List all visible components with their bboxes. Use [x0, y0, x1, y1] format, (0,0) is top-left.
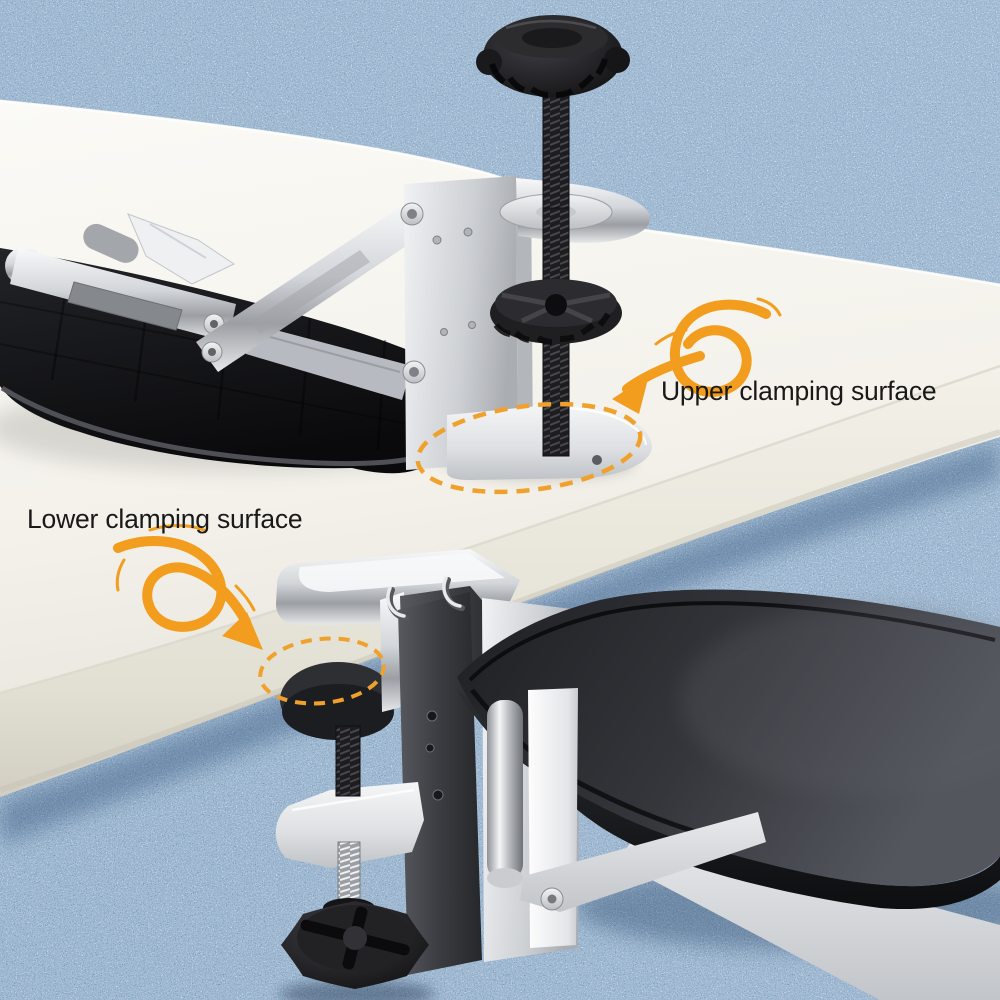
knob-highlight	[505, 19, 597, 30]
lower-dashed-ellipse	[258, 636, 386, 706]
column-holes	[425, 710, 444, 801]
pad-side-rim	[457, 690, 1000, 910]
lower-knob-shadow	[279, 980, 435, 1000]
clamp-dark-column	[398, 592, 482, 975]
under-desk-pad-face	[282, 684, 394, 740]
clamp-cylinder	[487, 700, 523, 880]
lower-clamp-knob	[281, 901, 429, 989]
foot-shine	[559, 406, 648, 446]
desk-crease	[0, 364, 1000, 695]
upper-dashed-ellipse	[415, 401, 643, 495]
arm-lower	[5, 247, 236, 342]
threaded-rod	[542, 329, 570, 457]
pad-sheen	[680, 605, 1000, 795]
arm-slot	[67, 281, 183, 331]
lower-armrest-pad	[457, 589, 1000, 910]
cable-hooks	[386, 576, 465, 621]
lower-clamping-label: Lower clamping surface	[27, 504, 303, 534]
lower-arrow-icon	[113, 524, 263, 650]
adjust-wheel	[490, 279, 622, 345]
clamp-plate	[404, 176, 518, 470]
upper-clamp	[400, 15, 653, 480]
arm-upper	[196, 198, 436, 372]
arm-bracket-tab	[127, 213, 236, 285]
wheel-flutes	[493, 312, 611, 345]
pad-rim-highlight	[0, 385, 431, 467]
lower-clamp-front	[275, 688, 766, 989]
upper-arrow-icon	[612, 297, 782, 414]
clamp-plate-holes	[432, 227, 476, 336]
arm-roller	[83, 223, 139, 263]
knob-flutes	[489, 58, 608, 98]
clamp-knob-top	[476, 15, 630, 98]
foot-shine	[291, 788, 415, 812]
upper-clamping-label: Upper clamping surface	[661, 376, 937, 406]
threaded-rod	[335, 725, 361, 797]
tab-fold-line	[149, 223, 207, 259]
arrowhead	[612, 375, 649, 414]
support-strut	[520, 812, 766, 912]
threaded-rod	[542, 83, 570, 209]
arrowhead	[222, 612, 263, 650]
cylinder-cap	[487, 868, 523, 888]
clamp-foot-plate	[275, 782, 424, 868]
top-plate-face	[298, 553, 505, 592]
folding-arms	[5, 198, 436, 400]
foot-bolt	[592, 455, 602, 465]
